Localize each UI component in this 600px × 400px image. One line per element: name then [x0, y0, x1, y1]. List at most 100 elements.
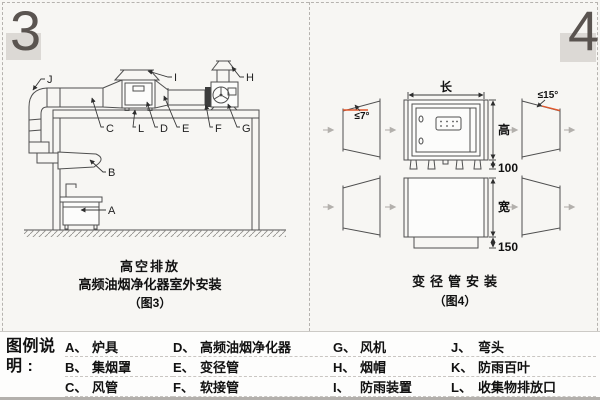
figure4-caption-line1: 变径管安装: [412, 274, 502, 289]
dimension-height: [489, 99, 496, 161]
purifier-box-d: [121, 79, 156, 111]
legend-name: 高频油烟净化器: [200, 340, 292, 355]
legend-title: 图例说明 :: [6, 338, 56, 375]
legend-name: 变径管: [200, 360, 240, 375]
legend-key: L、: [451, 380, 472, 395]
legend-name: 软接管: [200, 380, 240, 395]
dim-label-width: 宽: [497, 199, 510, 214]
callout-l: L: [138, 123, 144, 135]
legend-item-f: F、软接管: [173, 377, 333, 397]
legend-item-a: A、炉具: [65, 337, 173, 357]
dimension-length: [407, 92, 485, 99]
legend-item-i: I、防雨装置: [333, 377, 451, 397]
panel-divider-dashed: [309, 2, 310, 331]
figure4-drawing: ≤7°: [323, 79, 576, 308]
rain-device-i: [113, 69, 161, 81]
figure3-number-shadow: [6, 33, 41, 60]
callout-leaders: [32, 66, 244, 213]
roof-duct-c: [46, 87, 104, 108]
angle-label-left: ≤7°: [354, 111, 369, 122]
legend-name: 炉具: [92, 340, 119, 355]
legend-name: 集烟罩: [92, 360, 132, 375]
figure3-caption-line3: （图3）: [129, 295, 172, 310]
legend-item-h: H、烟帽: [333, 357, 451, 377]
callout-f: F: [215, 123, 222, 135]
reducer-top-left: [342, 175, 381, 238]
dim-label-100: 100: [498, 161, 518, 175]
legend-name: 风管: [92, 380, 119, 395]
stove-a: [59, 183, 103, 230]
hood-b: [57, 151, 102, 170]
legend-item-g: G、风机: [333, 337, 451, 357]
legend-key: H、: [333, 360, 356, 375]
reducer-right-e: [154, 78, 169, 109]
bottom-edge-bar: [0, 397, 600, 400]
reducer-top-right: [521, 175, 561, 238]
callout-j: J: [47, 74, 53, 86]
duct-to-fan: [167, 88, 206, 107]
legend-key: A、: [65, 340, 88, 355]
fan-g: [210, 81, 239, 111]
smoke-cap-h: [210, 60, 237, 83]
callout-i: I: [174, 72, 177, 84]
legend-grid: A、炉具 B、集烟罩 C、风管 D、高频油烟净化器 E、变径管 F、软接管 G、…: [65, 337, 596, 397]
figure3-caption-line2: 高频油烟净化器室外安装: [78, 277, 221, 292]
callout-g: G: [242, 123, 251, 135]
figure3-drawing: J I H C L D E F G B A 高空排放 高频油烟净化器室外安装 （…: [24, 60, 286, 310]
legend-item-b: B、集烟罩: [65, 357, 173, 377]
figure3-number: 3: [10, 0, 42, 62]
callout-a: A: [108, 205, 116, 217]
callout-e: E: [182, 123, 189, 135]
legend-key: E、: [173, 360, 195, 375]
legend-key: J、: [451, 340, 472, 355]
legend-item-l: L、收集物排放口: [451, 377, 596, 397]
figure3-panel: 3: [0, 0, 310, 331]
dim-label-length: 长: [440, 79, 453, 94]
figure4-caption-line2: （图4）: [434, 293, 477, 308]
reducer-left-e: [102, 79, 123, 109]
legend-key: F、: [173, 380, 194, 395]
legend-name: 收集物排放口: [478, 380, 557, 395]
angle-label-right: ≤15°: [538, 90, 559, 101]
legend-item-e: E、变径管: [173, 357, 333, 377]
legend-key: K、: [451, 360, 474, 375]
dimension-feet-100: [489, 160, 496, 170]
legend-key: C、: [65, 380, 88, 395]
figure4-panel: 4: [310, 0, 600, 331]
figure4-number: 4: [568, 0, 600, 62]
legend-key: B、: [65, 360, 88, 375]
figure4-caption: 变径管安装 （图4）: [412, 274, 502, 308]
callout-c: C: [106, 123, 114, 135]
flow-arrows: [323, 126, 576, 211]
reducer-front-left: [342, 98, 381, 160]
figure3-caption: 高空排放 高频油烟净化器室外安装 （图3）: [78, 259, 221, 310]
legend-key: D、: [173, 340, 196, 355]
legend-item-c: C、风管: [65, 377, 173, 397]
building-structure: [24, 109, 286, 237]
callout-h: H: [246, 72, 254, 84]
legend-item-j: J、弯头: [451, 337, 596, 357]
dimension-offset-150: [489, 237, 496, 249]
legend-name: 弯头: [478, 340, 505, 355]
purifier-front-view: [403, 99, 489, 170]
elbow-and-downpipe: [28, 87, 69, 164]
dim-label-height: 高: [498, 122, 510, 137]
legend-item-k: K、防雨百叶: [451, 357, 596, 377]
purifier-top-view: [403, 177, 489, 249]
dim-label-150: 150: [498, 240, 518, 254]
figure4-number-shadow: [560, 33, 596, 62]
callout-letters: J I H C L D E F G B A: [47, 72, 254, 217]
figure3-caption-line1: 高空排放: [120, 259, 180, 274]
horizontal-reference-line-right: [541, 105, 561, 112]
legend-name: 风机: [360, 340, 387, 355]
legend-name: 烟帽: [360, 360, 387, 375]
dimension-width: [489, 177, 496, 238]
flexible-connector-f: [205, 87, 211, 107]
legend-bar: 图例说明 : A、炉具 B、集烟罩 C、风管 D、高频油烟净化器 E、变径管 F…: [0, 331, 600, 397]
callout-d: D: [160, 123, 168, 135]
reducer-front-right: [521, 98, 561, 160]
legend-name: 防雨装置: [360, 380, 413, 395]
legend-key: G、: [333, 340, 357, 355]
legend-key: I、: [333, 380, 350, 395]
